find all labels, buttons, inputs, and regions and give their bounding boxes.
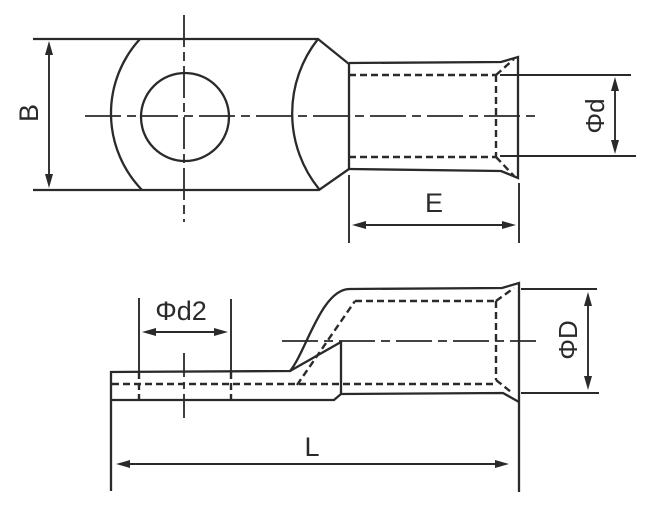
dimension-phi-d2: Φd2 [138,296,232,372]
top-view: B Φd E [14,15,636,243]
bore-transition-hidden [296,300,356,386]
arrow-right-icon [214,328,228,336]
arrow-down-icon [611,140,619,154]
dimension-l: L [116,432,509,468]
side-view: Φd2 ΦD L [109,281,599,492]
top-view-hidden-bore [349,58,515,177]
top-view-barrel-outline [348,55,520,180]
dim-label-b: B [14,104,44,122]
dimension-phi-D: ΦD [521,288,599,394]
arrow-down-icon [584,376,592,390]
side-view-transition-edge [289,340,343,394]
arrow-up-icon [611,77,619,91]
arrow-down-icon [45,174,53,188]
dim-label-e: E [425,188,443,218]
side-view-lower-outline [111,391,520,404]
top-view-ring-outline [33,37,351,192]
dimension-phi-d: Φd [500,74,636,157]
arrow-left-icon [116,460,130,468]
top-view-neck-arc [291,38,320,190]
arrow-left-icon [142,328,156,336]
dim-label-phi-d: Φd [580,98,610,133]
dimension-b: B [14,41,53,188]
arrow-up-icon [45,41,53,55]
arrow-right-icon [495,460,509,468]
arrow-left-icon [352,221,366,229]
dimension-e: E [348,175,520,243]
arrow-up-icon [584,292,592,306]
dim-label-l: L [304,432,319,462]
bolt-hole [139,71,231,163]
arrow-right-icon [502,221,516,229]
dim-label-phi-d2: Φd2 [155,296,207,326]
dim-label-phi-D: ΦD [553,320,583,360]
top-view-ring-left-arc [109,38,143,191]
